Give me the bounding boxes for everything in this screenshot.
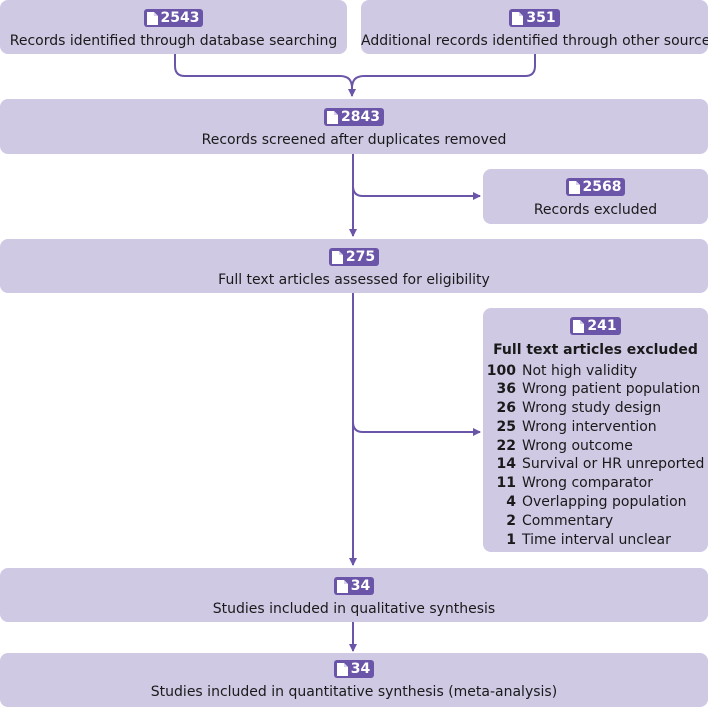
database-count: 2543 bbox=[160, 10, 200, 26]
document-icon bbox=[568, 180, 580, 194]
exclusion-reason: 100 Not high validity bbox=[483, 362, 708, 381]
document-icon bbox=[331, 250, 343, 264]
reason-label: Wrong intervention bbox=[522, 418, 657, 435]
count-badge: 2543 bbox=[143, 9, 204, 27]
reason-count: 11 bbox=[496, 475, 516, 492]
reason-count: 4 bbox=[506, 494, 516, 511]
records-excluded-count: 2568 bbox=[582, 179, 622, 195]
reason-count: 22 bbox=[496, 437, 516, 454]
reason-label: Wrong study design bbox=[522, 400, 662, 417]
count-badge: 2568 bbox=[565, 178, 626, 196]
assessed-count: 275 bbox=[345, 249, 376, 265]
exclusion-reason: 2 Commentary bbox=[483, 512, 708, 531]
count-badge: 2843 bbox=[324, 108, 384, 126]
database-label: Records identified through database sear… bbox=[9, 32, 338, 49]
quantitative-count: 34 bbox=[350, 661, 371, 677]
quantitative-synthesis-box: 34 Studies included in quantitative synt… bbox=[0, 653, 708, 707]
qualitative-count: 34 bbox=[350, 578, 371, 594]
reason-label: Commentary bbox=[522, 512, 614, 529]
reason-count: 2 bbox=[506, 512, 516, 529]
exclusion-reason: 4 Overlapping population bbox=[483, 493, 708, 512]
reason-label: Survival or HR unreported bbox=[522, 456, 705, 473]
articles-excluded-title: Full text articles excluded bbox=[493, 341, 698, 358]
qualitative-label: Studies included in qualitative synthesi… bbox=[212, 600, 496, 617]
document-icon bbox=[512, 11, 524, 25]
count-badge: 351 bbox=[509, 9, 560, 27]
assessed-box: 275 Full text articles assessed for elig… bbox=[0, 239, 708, 293]
document-icon bbox=[146, 11, 158, 25]
reason-label: Overlapping population bbox=[522, 494, 687, 511]
records-database-box: 2543 Records identified through database… bbox=[0, 0, 347, 54]
reason-count: 36 bbox=[496, 381, 516, 398]
count-badge: 241 bbox=[570, 317, 621, 335]
reason-label: Wrong comparator bbox=[522, 475, 653, 492]
exclusion-reason: 26 Wrong study design bbox=[483, 399, 708, 418]
exclusion-reason: 22 Wrong outcome bbox=[483, 437, 708, 456]
document-icon bbox=[336, 579, 348, 593]
exclusion-reason: 11 Wrong comparator bbox=[483, 474, 708, 493]
exclusion-reason: 14 Survival or HR unreported bbox=[483, 455, 708, 474]
other-sources-count: 351 bbox=[526, 10, 556, 26]
reason-label: Time interval unclear bbox=[522, 531, 671, 548]
document-icon bbox=[327, 110, 339, 124]
reason-count: 1 bbox=[506, 531, 516, 548]
records-excluded-label: Records excluded bbox=[533, 201, 658, 218]
screened-label: Records screened after duplicates remove… bbox=[201, 131, 507, 148]
connector-other-sources bbox=[351, 54, 536, 89]
reason-label: Not high validity bbox=[522, 362, 638, 379]
records-excluded-box: 2568 Records excluded bbox=[483, 169, 708, 224]
reason-label: Wrong outcome bbox=[522, 437, 633, 454]
reason-count: 100 bbox=[486, 362, 516, 379]
count-badge: 34 bbox=[333, 577, 375, 595]
exclusion-reason: 1 Time interval unclear bbox=[483, 531, 708, 550]
records-other-sources-box: 351 Additional records identified throug… bbox=[361, 0, 708, 54]
other-sources-label: Additional records identified through ot… bbox=[361, 32, 708, 49]
quantitative-label: Studies included in quantitative synthes… bbox=[150, 683, 558, 700]
count-badge: 34 bbox=[333, 660, 375, 678]
reason-count: 26 bbox=[496, 400, 516, 417]
qualitative-synthesis-box: 34 Studies included in qualitative synth… bbox=[0, 568, 708, 622]
records-screened-box: 2843 Records screened after duplicates r… bbox=[0, 99, 708, 154]
connector-articles-excluded bbox=[352, 420, 481, 436]
connector-records-excluded bbox=[352, 185, 481, 200]
reason-count: 14 bbox=[496, 456, 516, 473]
exclusion-reason: 36 Wrong patient population bbox=[483, 380, 708, 399]
connector-database bbox=[174, 54, 356, 97]
document-icon bbox=[336, 662, 348, 676]
reason-label: Wrong patient population bbox=[522, 381, 701, 398]
exclusion-reason: 25 Wrong intervention bbox=[483, 418, 708, 437]
document-icon bbox=[573, 319, 585, 333]
assessed-label: Full text articles assessed for eligibil… bbox=[218, 271, 490, 288]
screened-count: 2843 bbox=[341, 109, 380, 125]
reason-count: 25 bbox=[496, 418, 516, 435]
count-badge: 275 bbox=[328, 248, 380, 266]
articles-excluded-count: 241 bbox=[587, 318, 617, 334]
exclusion-reasons-list: 100 Not high validity 36 Wrong patient pop… bbox=[483, 362, 708, 550]
